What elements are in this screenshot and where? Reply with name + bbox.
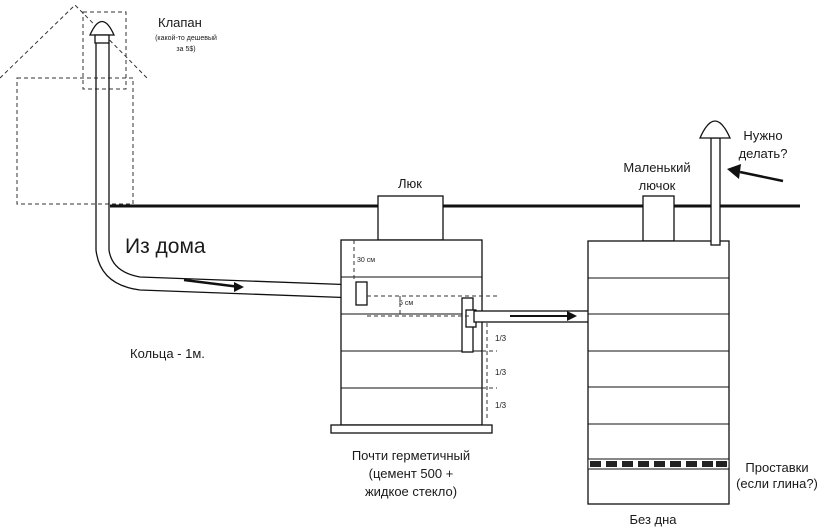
need-question-line1: Нужно — [743, 128, 782, 143]
small-hatch-line2: лючок — [639, 178, 676, 193]
overflow-pipe — [473, 310, 596, 323]
tank1-caption-line1: Почти герметичный — [352, 448, 470, 463]
inlet-pipe — [95, 43, 358, 299]
dim-5cm: 5 см — [399, 300, 413, 307]
no-bottom-label: Без дна — [629, 512, 677, 527]
tank1-caption-line2: (цемент 500 + — [369, 466, 454, 481]
vent-cap-icon — [699, 120, 731, 139]
tank1-caption-line3: жидкое стекло) — [365, 484, 457, 499]
valve-note-line1: (какой-то дешевый — [155, 34, 217, 42]
third-label-1: 1/3 — [495, 334, 507, 343]
vent-valve-icon — [88, 20, 116, 44]
need-question-line2: делать? — [739, 146, 788, 161]
tank-bottomless — [587, 120, 731, 505]
dim-30cm: 30 см — [357, 257, 375, 264]
spacers-line2: (если глина?) — [736, 476, 818, 491]
third-label-2: 1/3 — [495, 368, 507, 377]
valve-note-line2: за 5$) — [176, 46, 195, 53]
rings-label: Кольца - 1м. — [130, 346, 205, 361]
valve-title: Клапан — [158, 15, 202, 30]
house-outline — [0, 4, 148, 205]
small-hatch-line1: Маленький — [623, 160, 690, 175]
third-label-3: 1/3 — [495, 401, 507, 410]
spacer-band — [587, 458, 730, 470]
question-arrow — [727, 164, 784, 183]
spacers-line1: Проставки — [745, 460, 808, 475]
hatch-label: Люк — [398, 176, 422, 191]
from-house-label: Из дома — [125, 235, 206, 258]
tank-sealed — [330, 195, 497, 434]
